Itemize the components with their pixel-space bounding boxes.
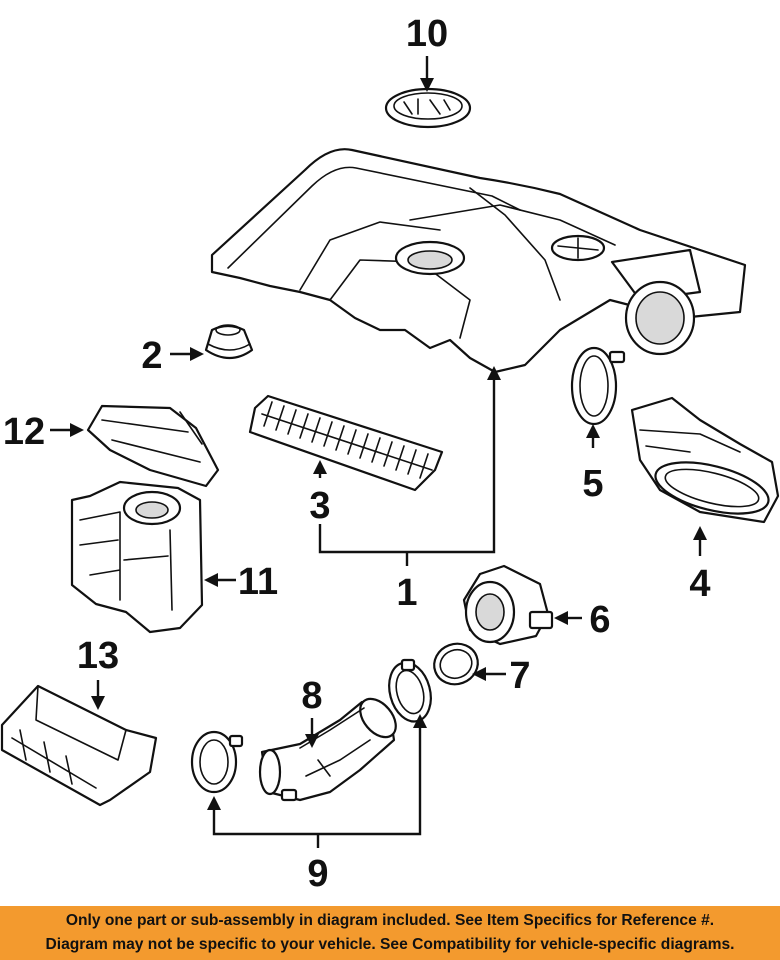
callout-12: 12 bbox=[3, 411, 45, 453]
callout-13: 13 bbox=[77, 635, 119, 677]
callout-8: 8 bbox=[301, 675, 322, 717]
part-9-clamp-left bbox=[190, 730, 244, 794]
callout-10: 10 bbox=[406, 13, 448, 55]
part-13-air-guide bbox=[0, 684, 158, 807]
callout-4: 4 bbox=[689, 563, 710, 605]
part-10-emblem bbox=[384, 87, 472, 129]
leader-lines bbox=[50, 56, 707, 848]
callout-2: 2 bbox=[141, 335, 162, 377]
part-2-grommet bbox=[204, 324, 254, 360]
callout-3: 3 bbox=[309, 485, 330, 527]
callout-6: 6 bbox=[589, 599, 610, 641]
part-8-intake-hose bbox=[258, 697, 397, 802]
disclaimer-banner: Only one part or sub-assembly in diagram… bbox=[0, 906, 780, 960]
part-4-intake-boot bbox=[630, 396, 780, 524]
part-6-maf-sensor bbox=[462, 564, 554, 646]
part-7-seal-ring bbox=[433, 642, 479, 686]
callout-7: 7 bbox=[509, 655, 530, 697]
callout-11: 11 bbox=[238, 561, 278, 603]
part-12-inlet-cover bbox=[86, 404, 220, 488]
callout-5: 5 bbox=[582, 463, 603, 505]
disclaimer-line-2: Diagram may not be specific to your vehi… bbox=[45, 936, 735, 953]
callout-1: 1 bbox=[396, 572, 417, 614]
part-11-air-box bbox=[70, 480, 204, 634]
disclaimer-line-1: Only one part or sub-assembly in diagram… bbox=[65, 912, 715, 929]
parts-diagram: 10 2 12 3 1 11 5 4 6 7 13 8 9 bbox=[0, 13, 780, 895]
part-3-air-filter bbox=[248, 394, 444, 492]
part-1-engine-cover bbox=[210, 148, 747, 374]
part-5-clamp bbox=[570, 346, 626, 426]
callout-9: 9 bbox=[307, 853, 328, 895]
